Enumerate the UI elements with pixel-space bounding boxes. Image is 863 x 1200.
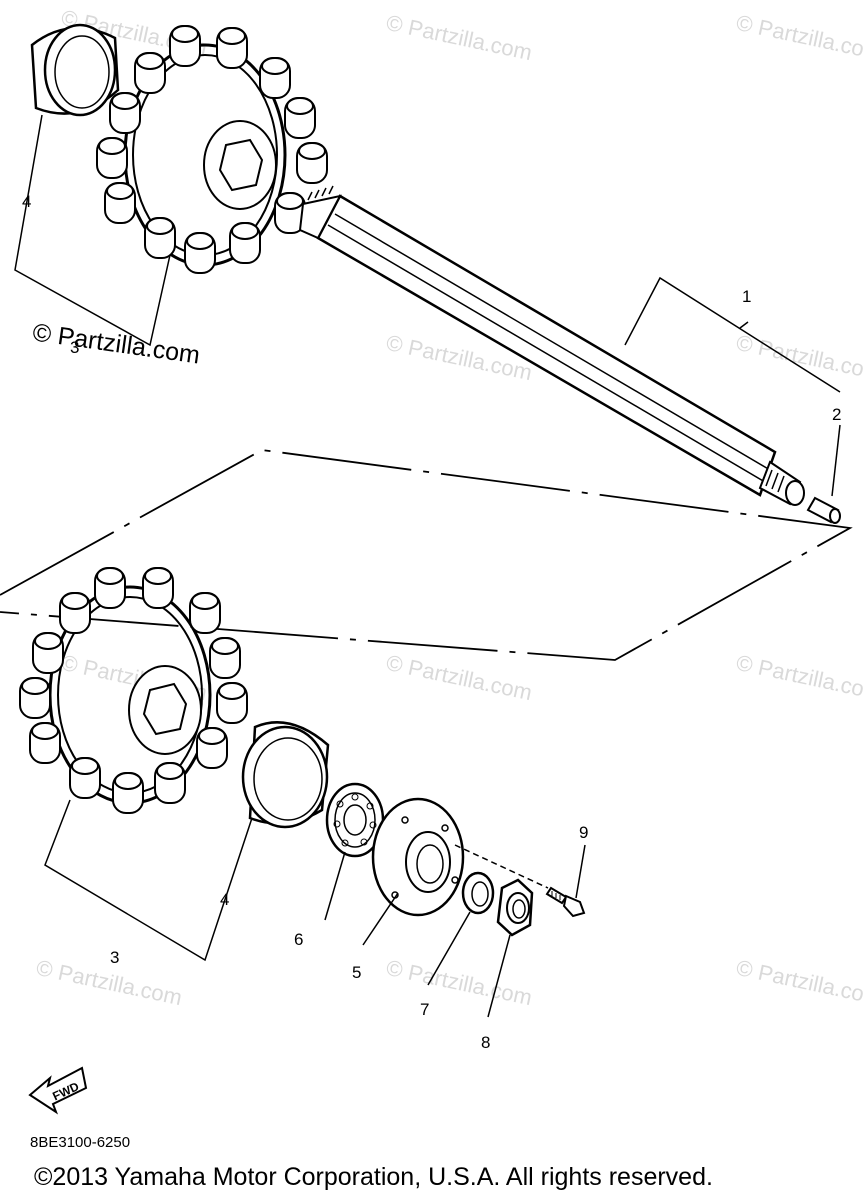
callout-9: 9 [579, 823, 588, 842]
sprocket-top [96, 25, 328, 274]
drawing-code: 8BE3100-6250 [30, 1134, 131, 1151]
callout-6: 6 [294, 930, 303, 949]
assembly-boundary [0, 449, 853, 661]
shaft [298, 185, 805, 506]
collar-bottom [241, 721, 330, 829]
copyright-notice: ©2013 Yamaha Motor Corporation, U.S.A. A… [34, 1163, 713, 1191]
nut [496, 878, 534, 937]
callout-4-bottom: 4 [220, 890, 229, 909]
plug [806, 496, 841, 524]
fwd-arrow-icon: FWD [28, 1066, 88, 1115]
callout-3-bottom: 3 [110, 948, 119, 967]
bolt [545, 886, 586, 918]
bearing-housing [371, 797, 465, 917]
callout-3-top: 3 [70, 338, 79, 357]
callout-4-top: 4 [22, 192, 31, 211]
callout-labels: 1 2 3 4 3 4 5 6 7 8 9 [22, 192, 841, 1052]
bearing [325, 782, 385, 858]
callout-5: 5 [352, 963, 361, 982]
leader-lines [14, 114, 841, 1018]
washer [461, 871, 495, 915]
callout-2: 2 [832, 405, 841, 424]
collar-top [30, 23, 120, 117]
callout-1: 1 [742, 287, 751, 306]
callout-7: 7 [420, 1000, 429, 1019]
sprocket-bottom [19, 567, 248, 814]
callout-8: 8 [481, 1033, 490, 1052]
